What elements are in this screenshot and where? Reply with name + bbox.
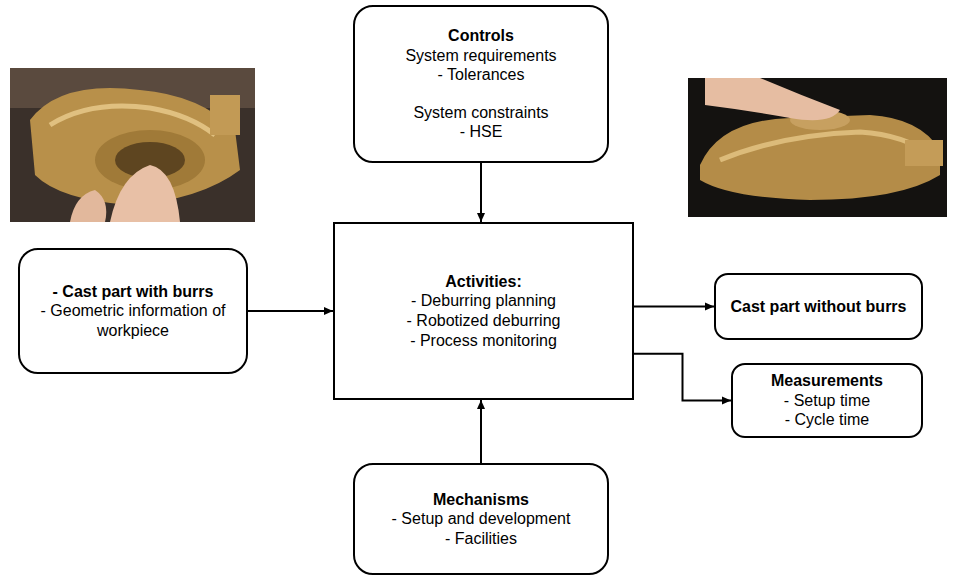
box-heading: Cast part without burrs [730, 297, 906, 317]
box-text: - Cycle time [785, 410, 869, 430]
output-box: Cast part without burrs [714, 273, 923, 340]
measurement-box: Measurements- Setup time- Cycle time [731, 363, 923, 438]
flow-arrow [480, 400, 482, 463]
box-heading: Measurements [771, 371, 883, 391]
box-text: - Tolerances [438, 65, 525, 85]
flow-arrow [248, 310, 333, 312]
mechanism-box: Mechanisms- Setup and development- Facil… [353, 463, 609, 575]
cast-part-photo-left [10, 68, 255, 222]
box-text: - Geometric information of workpiece [30, 301, 236, 340]
box-text: System requirements [405, 46, 556, 66]
box-text: - Setup time [784, 391, 870, 411]
flow-arrow [634, 354, 731, 401]
box-text: System constraints [413, 103, 548, 123]
input-box: - Cast part with burrs- Geometric inform… [18, 248, 248, 374]
box-text: - Deburring planning [411, 291, 556, 311]
activity-box: Activities:- Deburring planning- Robotiz… [333, 222, 634, 400]
box-heading: - Cast part with burrs [53, 282, 214, 302]
box-heading: Controls [448, 26, 514, 46]
control-box: ControlsSystem requirements- TolerancesS… [353, 5, 609, 163]
box-heading: Mechanisms [433, 490, 529, 510]
box-text: - Process monitoring [410, 331, 557, 351]
box-heading: Activities: [445, 272, 521, 292]
flow-arrow [634, 306, 714, 308]
box-text: - Robotized deburring [407, 311, 561, 331]
flow-arrow [480, 163, 482, 222]
box-text: - Facilities [445, 529, 517, 549]
cast-part-photo-right [688, 78, 947, 217]
box-text: - HSE [460, 122, 503, 142]
box-text: - Setup and development [392, 509, 571, 529]
